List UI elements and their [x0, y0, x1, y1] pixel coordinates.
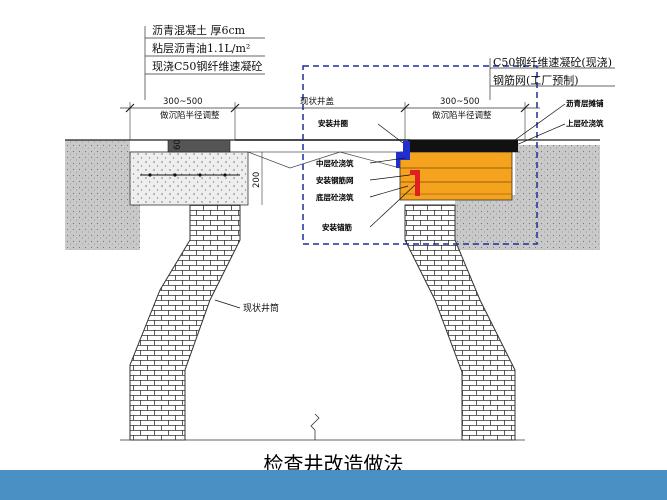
dim-left-span: 300~500: [163, 97, 203, 107]
label-rebar-mesh: 安装钢筋网: [316, 175, 354, 185]
break-symbol: [120, 413, 525, 441]
label-top-layer: 上层砼浇筑: [566, 118, 604, 128]
note-c50-cast: C50钢纤维速凝砼(现浇): [493, 55, 612, 69]
label-manhole-ring: 安装井圈: [318, 118, 348, 128]
existing-cover: [235, 139, 410, 169]
left-shaft-wall: [129, 204, 241, 441]
detail-frame: [302, 65, 538, 245]
dim-right-sub: 做沉陷半径调整: [432, 110, 492, 121]
label-mid-layer: 中层砼浇筑: [316, 158, 354, 168]
footer-bar: [0, 470, 667, 500]
label-bottom-layer: 底层砼浇筑: [316, 192, 354, 202]
label-asphalt-paving: 沥青层摊铺: [566, 98, 604, 108]
dim-left-sub: 做沉陷半径调整: [160, 110, 220, 121]
note-rebar-prefab: 钢筋网(工厂预制): [493, 73, 579, 87]
dim-200: 200: [252, 172, 262, 188]
anchor-bar: [410, 170, 420, 196]
leader-lines: [214, 103, 566, 309]
manhole-ring: [396, 141, 410, 168]
label-shaft: 现状井筒: [243, 302, 279, 314]
dim-60: 60: [173, 139, 183, 150]
notes-top-right: C50钢纤维速凝砼(现浇) 钢筋网(工厂预制): [489, 55, 615, 100]
left-concrete-block: [129, 139, 249, 206]
note-tack-coat: 粘层沥青油1.1L/m²: [152, 41, 250, 55]
note-asphalt: 沥青混凝土 厚6cm: [152, 23, 246, 37]
vertical-dims: 200 60: [173, 139, 263, 205]
dim-right-span: 300~500: [440, 97, 480, 107]
dimension-line: 300~500 做沉陷半径调整 现状井盖 300~500 做沉陷半径调整: [120, 96, 540, 140]
label-anchor-bar: 安装锚筋: [322, 222, 352, 232]
notes-top-left: 沥青混凝土 厚6cm 粘层沥青油1.1L/m² 现浇C50钢纤维速凝砼: [144, 23, 265, 100]
asphalt-layer: [408, 140, 518, 152]
note-c50: 现浇C50钢纤维速凝砼: [152, 59, 262, 73]
dim-mid-span: 现状井盖: [300, 96, 335, 107]
